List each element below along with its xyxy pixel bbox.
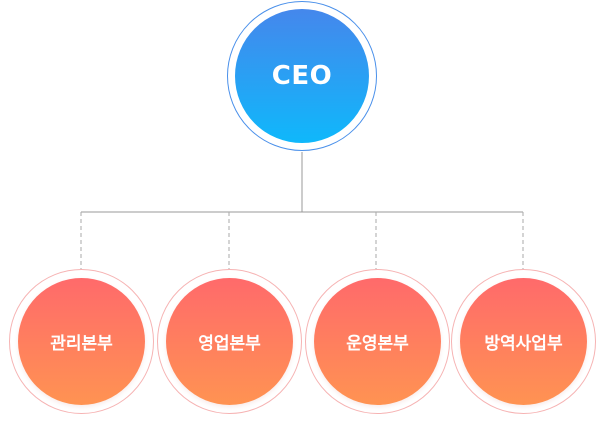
- dept-node-sales: 영업본부: [157, 269, 302, 414]
- dept-label: 관리본부: [50, 334, 113, 354]
- dept-circle: 관리본부: [18, 278, 145, 405]
- dept-node-disinfection: 방역사업부: [451, 269, 596, 414]
- dept-label: 방역사업부: [484, 334, 563, 354]
- ceo-label: CEO: [271, 61, 333, 91]
- dept-node-operations: 운영본부: [305, 269, 450, 414]
- ceo-circle: CEO: [235, 9, 369, 143]
- dept-circle: 방역사업부: [460, 278, 587, 405]
- dept-circle: 운영본부: [314, 278, 441, 405]
- dept-label: 운영본부: [346, 334, 409, 354]
- dept-label: 영업본부: [198, 334, 261, 354]
- dept-node-management: 관리본부: [9, 269, 154, 414]
- ceo-node: CEO: [227, 1, 377, 151]
- dept-circle: 영업본부: [166, 278, 293, 405]
